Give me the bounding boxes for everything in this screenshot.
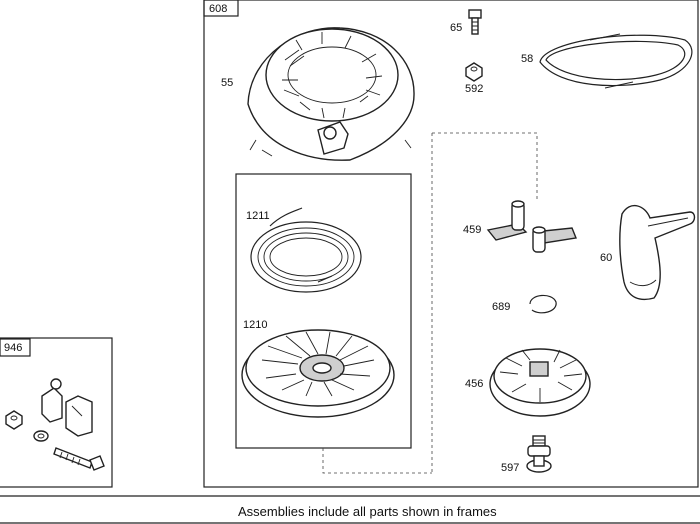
pulley-part (241, 329, 395, 418)
label-592: 592 (465, 83, 483, 95)
starter-pawl-part (486, 200, 577, 253)
left-frame-tag: 946 (4, 342, 22, 354)
dashed-connector (322, 132, 538, 474)
starter-rope-part (539, 33, 693, 89)
label-456: 456 (465, 378, 483, 390)
bracket-assembly-part (5, 378, 105, 471)
label-60: 60 (600, 252, 612, 264)
recoil-spring-part (250, 207, 362, 293)
ratchet-part (489, 348, 591, 417)
label-65: 65 (450, 22, 462, 34)
main-frame: 608 (203, 0, 699, 488)
retainer-ring-part (529, 294, 557, 314)
left-frame: 946 (0, 337, 113, 488)
label-689: 689 (492, 301, 510, 313)
bolt-part (468, 9, 482, 35)
main-frame-tag: 608 (209, 3, 227, 15)
nut-part (465, 62, 483, 82)
screw-part (526, 435, 552, 473)
label-55: 55 (221, 77, 233, 89)
label-459: 459 (463, 224, 481, 236)
label-1210: 1210 (243, 319, 267, 331)
pulley-subframe (235, 173, 412, 449)
label-597: 597 (501, 462, 519, 474)
blower-housing-part (247, 27, 415, 161)
footer-note: Assemblies include all parts shown in fr… (238, 504, 497, 519)
label-1211: 1211 (246, 210, 270, 222)
label-58: 58 (521, 53, 533, 65)
starter-handle-part (619, 204, 696, 301)
